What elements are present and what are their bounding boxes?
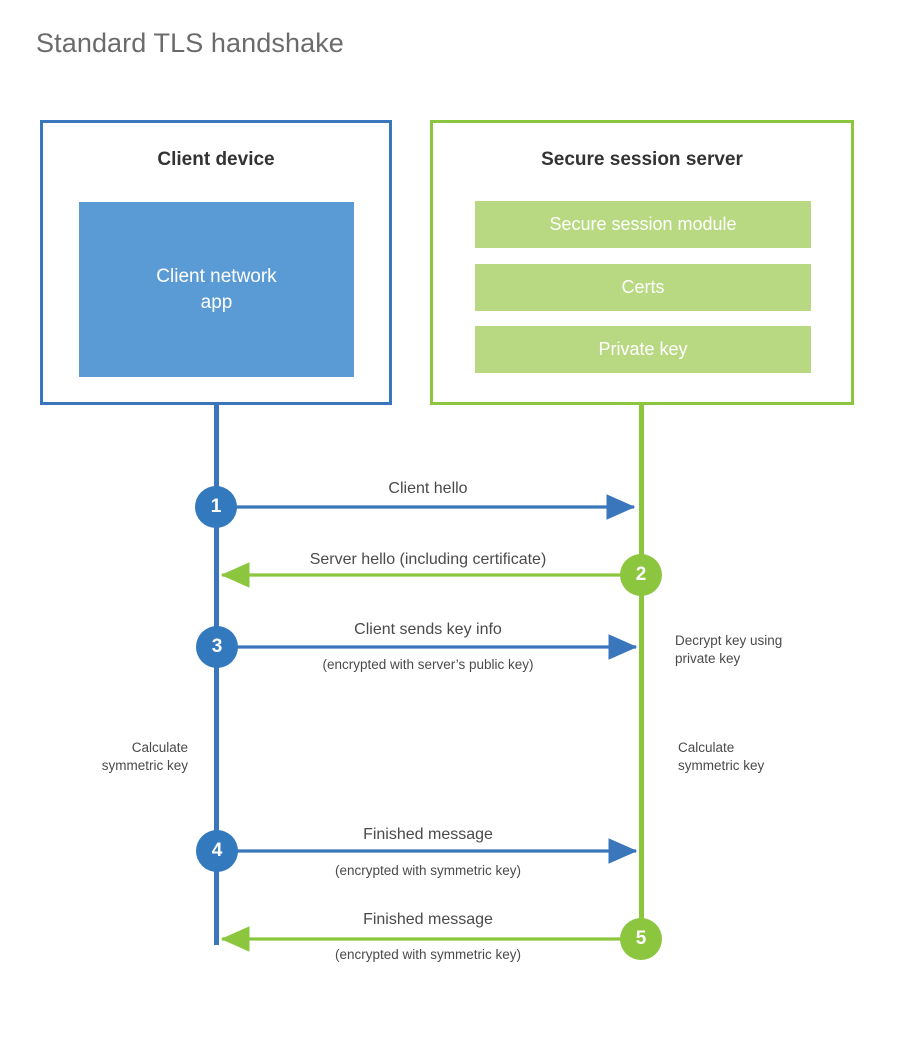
client-calculate-symmetric-key-note: Calculate symmetric key	[101, 740, 188, 773]
step-circle-3[interactable]: 3	[196, 626, 238, 668]
message-label-step-1: Client hello	[388, 480, 468, 497]
client-app-label-line2: app	[200, 291, 233, 313]
message-label-step-3: Client sends key info	[354, 621, 502, 638]
server-lifeline	[639, 405, 644, 939]
page-title: Standard TLS handshake	[36, 28, 344, 58]
message-sublabel-step-3: (encrypted with server’s public key)	[322, 657, 534, 672]
server-bar-secure-session-module: Secure session module	[475, 201, 811, 248]
client-device-panel: Client device Client network app	[40, 120, 392, 405]
server-bar-certs: Certs	[475, 264, 811, 311]
step-circle-4[interactable]: 4	[196, 830, 238, 872]
client-network-app-box: Client network app	[79, 202, 354, 377]
server-bar-private-key: Private key	[475, 326, 811, 373]
message-label-step-4: Finished message	[363, 826, 493, 843]
server-calculate-symmetric-key-note: Calculate symmetric key	[678, 740, 765, 773]
message-sublabel-step-4: (encrypted with symmetric key)	[334, 863, 522, 878]
message-label-step-2: Server hello (including certificate)	[309, 551, 547, 568]
client-app-label-line1: Client network	[156, 265, 277, 287]
client-device-title: Client device	[157, 149, 275, 170]
client-network-app-label: Client network app	[156, 264, 276, 315]
client-lifeline	[214, 405, 219, 945]
step-circle-2[interactable]: 2	[620, 554, 662, 596]
secure-session-server-panel: Secure session server Secure session mod…	[430, 120, 854, 405]
secure-session-server-title: Secure session server	[541, 149, 743, 170]
step-circle-5[interactable]: 5	[620, 918, 662, 960]
message-sublabel-step-5: (encrypted with symmetric key)	[334, 947, 522, 962]
message-label-step-5: Finished message	[363, 911, 493, 928]
decrypt-key-note: Decrypt key using private key	[675, 633, 783, 666]
step-circle-1[interactable]: 1	[195, 486, 237, 528]
